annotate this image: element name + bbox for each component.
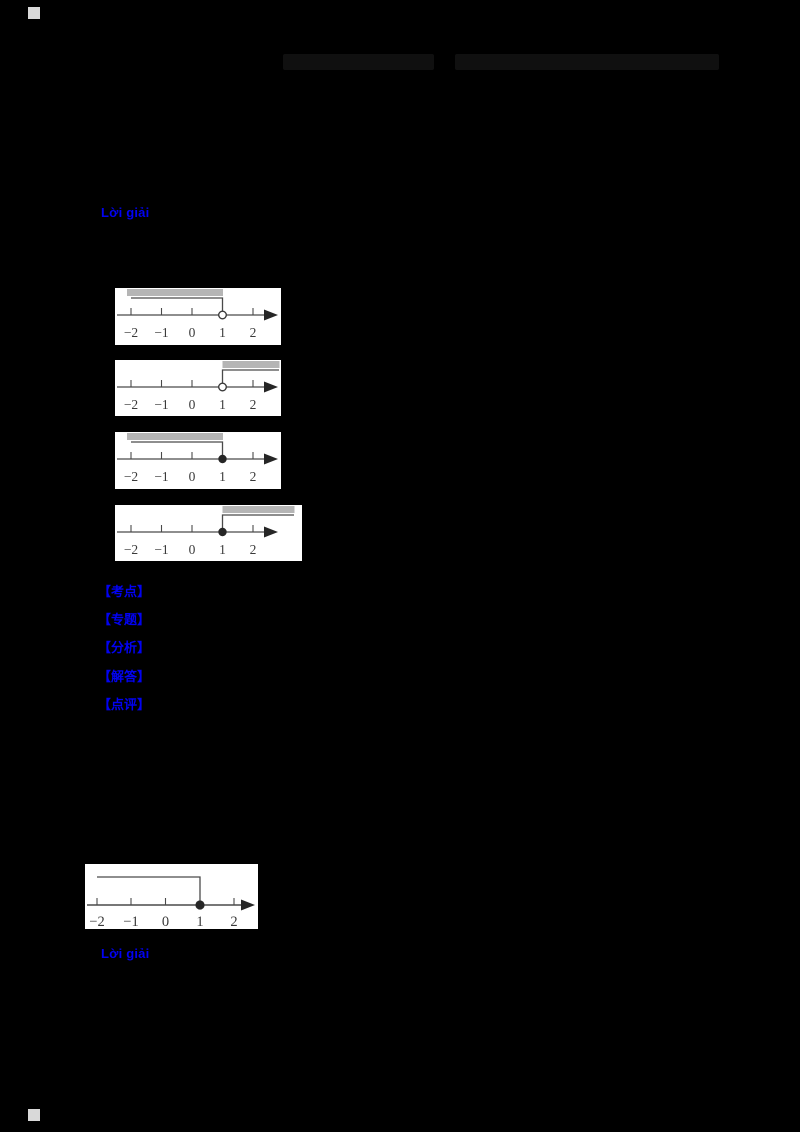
svg-text:2: 2: [250, 397, 257, 412]
axis-arrowhead-icon: [264, 526, 278, 538]
svg-text:−1: −1: [154, 542, 168, 557]
closed-dot-point: [195, 900, 205, 910]
axis-arrowhead-icon: [264, 309, 278, 321]
number-line-option-figure-2: −2 −1 0 1 2: [115, 360, 281, 416]
illegible-header-text-run: [283, 54, 434, 70]
ray-segment: [131, 297, 224, 311]
svg-text:−2: −2: [124, 542, 138, 557]
ray-segment: [221, 514, 294, 529]
highlight-bar: [127, 433, 223, 440]
svg-text:1: 1: [219, 397, 226, 412]
number-line-option-figure-3: −2 −1 0 1 2: [115, 432, 281, 489]
svg-text:0: 0: [189, 325, 196, 340]
tick-labels: −2 −1 0 1 2: [89, 914, 237, 929]
svg-text:−1: −1: [154, 469, 168, 484]
corner-mark-top-left: [28, 7, 40, 19]
open-circle-point: [217, 382, 227, 392]
tick-marks: [130, 525, 254, 532]
closed-dot-point: [218, 527, 227, 537]
svg-text:0: 0: [162, 914, 169, 929]
svg-text:2: 2: [230, 914, 237, 929]
tick-marks: [96, 898, 235, 905]
number-line-answer-figure: −2 −1 0 1 2: [85, 864, 258, 929]
svg-text:0: 0: [189, 397, 196, 412]
solution-tag-zhuanti[interactable]: 【专题】: [98, 612, 151, 627]
tick-marks: [130, 380, 254, 387]
svg-text:−2: −2: [124, 469, 138, 484]
svg-text:−2: −2: [89, 914, 104, 929]
tick-labels: −2 −1 0 1 2: [124, 542, 257, 557]
tick-marks: [130, 452, 254, 459]
highlight-bar: [127, 289, 223, 296]
svg-text:2: 2: [250, 325, 257, 340]
svg-text:2: 2: [250, 542, 257, 557]
tick-marks: [130, 308, 254, 315]
svg-text:1: 1: [219, 325, 226, 340]
solution-tag-dianping[interactable]: 【点评】: [98, 697, 151, 712]
illegible-header-text-run: [455, 54, 719, 70]
highlight-bar: [222, 361, 280, 368]
ray-segment: [131, 441, 224, 456]
svg-text:2: 2: [250, 469, 257, 484]
svg-text:−2: −2: [124, 397, 138, 412]
solution-link-bottom[interactable]: Lời giải: [101, 946, 150, 961]
svg-text:−1: −1: [154, 325, 168, 340]
ray-segment: [97, 876, 201, 901]
svg-text:−2: −2: [124, 325, 138, 340]
svg-text:−1: −1: [154, 397, 168, 412]
number-line-option-figure-1: −2 −1 0 1 2: [115, 288, 281, 345]
tick-labels: −2 −1 0 1 2: [124, 397, 257, 412]
highlight-bar: [222, 506, 295, 513]
open-circle-point: [217, 310, 227, 320]
svg-text:0: 0: [189, 542, 196, 557]
tick-labels: −2 −1 0 1 2: [124, 469, 257, 484]
closed-dot-point: [218, 454, 227, 464]
svg-text:1: 1: [219, 469, 226, 484]
tick-labels: −2 −1 0 1 2: [124, 325, 257, 340]
corner-mark-bottom-left: [28, 1109, 40, 1121]
svg-text:1: 1: [196, 914, 203, 929]
solution-link-top[interactable]: Lời giải: [101, 205, 150, 220]
ray-segment: [221, 369, 279, 383]
svg-text:0: 0: [189, 469, 196, 484]
axis-arrowhead-icon: [241, 899, 255, 911]
axis-arrowhead-icon: [264, 381, 278, 393]
solution-tag-kaodian[interactable]: 【考点】: [98, 584, 151, 599]
solution-tag-jieda[interactable]: 【解答】: [98, 669, 151, 684]
solution-tag-fenxi[interactable]: 【分析】: [98, 640, 151, 655]
svg-text:−1: −1: [123, 914, 138, 929]
number-line-option-figure-4: −2 −1 0 1 2: [115, 505, 302, 561]
axis-arrowhead-icon: [264, 453, 278, 465]
svg-text:1: 1: [219, 542, 226, 557]
